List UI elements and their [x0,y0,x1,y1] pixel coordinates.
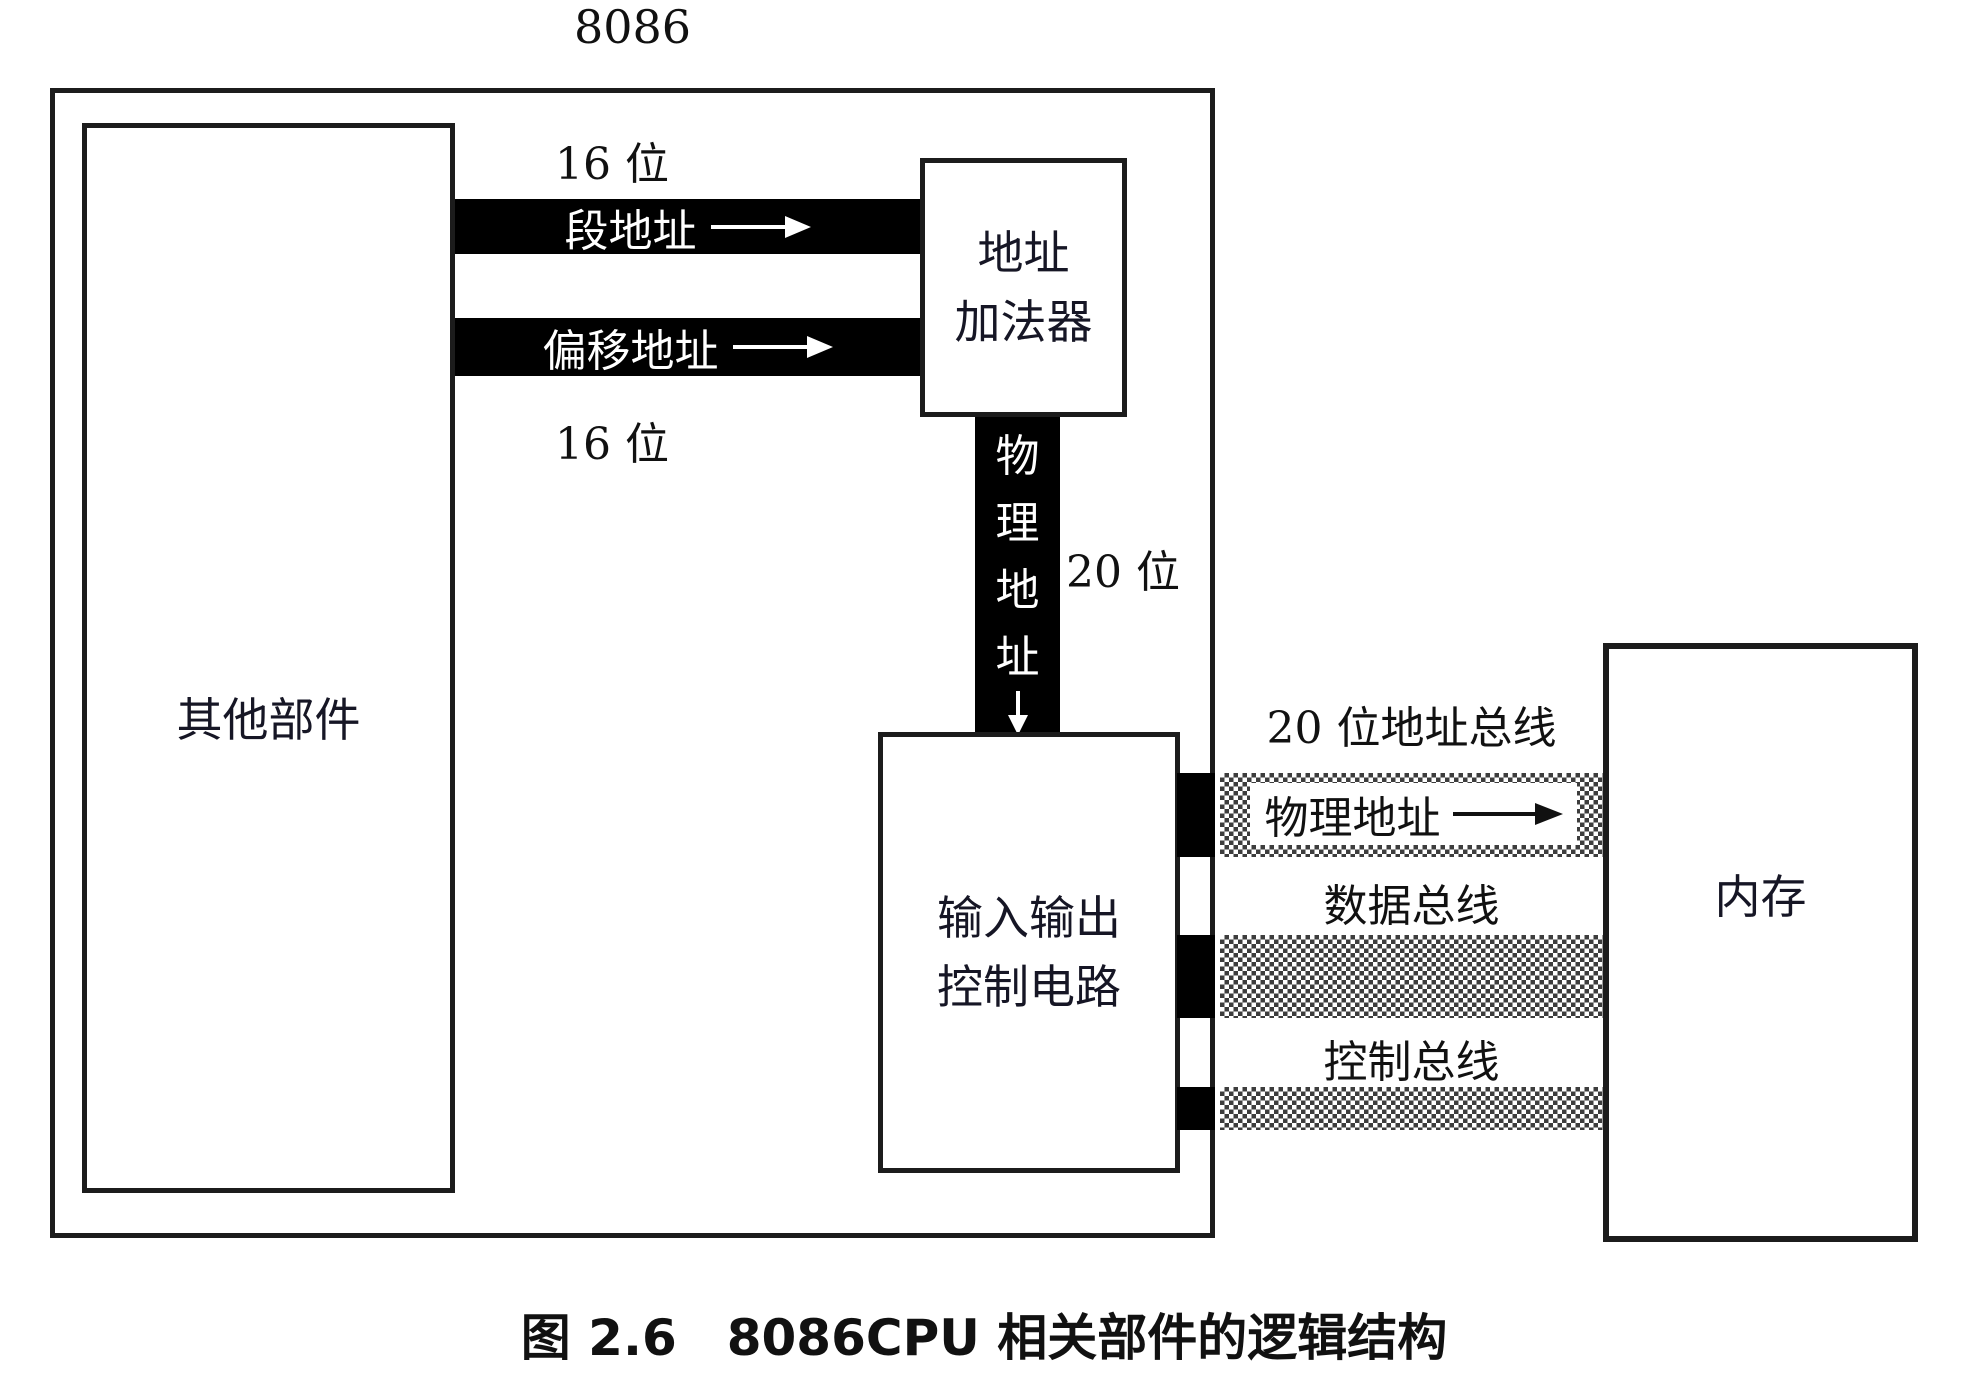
io-control-line1: 输入输出 [937,890,1121,945]
physical-width-label: 20 位 [1066,547,1180,598]
offset-right-arrow-icon [732,336,833,358]
other-components-label: 其他部件 [176,692,361,747]
segment-address-bus: 段地址 [455,199,920,257]
physical-address-vertical-bus: 物理地址 [975,417,1060,737]
other-components-box: 其他部件 [82,123,455,1193]
offset-address-bus: 偏移地址 [455,318,920,377]
chip-title: 8086 [573,0,692,54]
offset-width-label: 16 位 [555,419,669,470]
address-bus-stub [1177,773,1215,857]
address-bus-window: 物理地址 [1250,783,1577,845]
physical-address-vertical-label: 物理地址 [995,431,1040,683]
address-adder-line2: 加法器 [954,294,1093,349]
address-adder-label: 地址 加法器 [955,219,1093,357]
control-bus-title: 控制总线 [1323,1037,1500,1088]
data-bus-stub [1177,935,1215,1018]
control-bus-band [1220,1087,1603,1130]
segment-address-label: 段地址 [564,205,697,257]
figure-caption: 图 2.6 8086CPU 相关部件的逻辑结构 [520,1309,1448,1367]
memory-label: 内存 [1714,870,1807,924]
address-bus-title: 20 位地址总线 [1266,703,1557,754]
address-adder-line1: 地址 [977,225,1070,280]
address-bus-inner-label: 物理地址 [1264,793,1441,844]
io-control-box: 输入输出 控制电路 [878,732,1180,1173]
memory-box: 内存 [1603,643,1918,1242]
offset-address-label: 偏移地址 [542,326,719,377]
io-control-line2: 控制电路 [937,959,1121,1014]
physical-down-arrow-icon [1007,691,1028,735]
data-bus-title: 数据总线 [1323,881,1500,932]
address-bus-band: 物理地址 [1220,773,1603,857]
address-bus-right-arrow-icon [1452,803,1563,825]
control-bus-stub [1177,1087,1215,1130]
data-bus-band [1220,935,1603,1018]
io-control-label: 输入输出 控制电路 [937,884,1121,1022]
segment-width-label: 16 位 [555,139,669,190]
segment-right-arrow-icon [710,215,811,238]
address-adder-box: 地址 加法器 [920,158,1127,417]
